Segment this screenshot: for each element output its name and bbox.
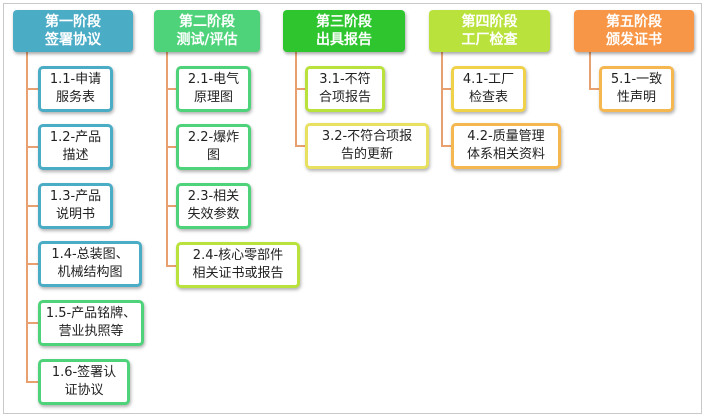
- connector-1-2: [26, 146, 38, 148]
- stage-4-line1: 第四阶段: [461, 14, 518, 30]
- connector-1-3: [26, 205, 38, 207]
- connector-3-1: [295, 88, 305, 90]
- stage-1-header: 第一阶段 签署协议: [13, 10, 133, 52]
- connector-stage4: [441, 52, 443, 146]
- item-1-6: 1.6-签署认证协议: [38, 359, 130, 405]
- item-4-1: 4.1-工厂检查表: [451, 66, 526, 112]
- item-3-1: 3.1-不符合项报告: [305, 66, 385, 112]
- connector-1-1: [26, 88, 38, 90]
- item-2-2: 2.2-爆炸图: [176, 124, 251, 170]
- item-2-4: 2.4-核心零部件相关证书或报告: [176, 242, 300, 288]
- connector-1-4: [26, 263, 38, 265]
- item-3-2: 3.2-不符合项报告的更新: [305, 123, 429, 169]
- connector-stage5: [589, 52, 591, 89]
- connector-stage3: [295, 52, 297, 146]
- stage-3-header: 第三阶段 出具报告: [283, 10, 405, 52]
- item-1-2: 1.2-产品描述: [38, 124, 113, 170]
- item-1-3: 1.3-产品说明书: [38, 183, 113, 229]
- stage-5-line1: 第五阶段: [606, 14, 662, 30]
- item-5-1: 5.1-一致性声明: [599, 66, 674, 112]
- stage-5-line2: 颁发证书: [606, 32, 662, 48]
- connector-2-3: [166, 205, 176, 207]
- connector-2-4: [166, 265, 176, 267]
- stage-3-line1: 第三阶段: [316, 14, 372, 30]
- connector-stage2: [166, 52, 168, 267]
- item-1-1: 1.1-申请服务表: [38, 66, 113, 112]
- stage-4-header: 第四阶段 工厂检查: [429, 10, 550, 52]
- diagram-frame: [3, 3, 702, 414]
- connector-2-2: [166, 146, 176, 148]
- connector-3-2: [295, 145, 305, 147]
- stage-3-line2: 出具报告: [316, 32, 372, 48]
- item-1-4: 1.4-总装图、机械结构图: [38, 241, 142, 287]
- stage-4-line2: 工厂检查: [461, 32, 518, 48]
- connector-1-6: [26, 381, 38, 383]
- stage-2-header: 第二阶段 测试/评估: [154, 10, 260, 52]
- stage-1-line1: 第一阶段: [45, 14, 101, 30]
- connector-1-5: [26, 322, 38, 324]
- stage-5-header: 第五阶段 颁发证书: [574, 10, 694, 52]
- connector-4-1: [441, 88, 451, 90]
- item-2-3: 2.3-相关失效参数: [176, 183, 251, 229]
- stage-2-line1: 第二阶段: [179, 14, 235, 30]
- item-4-2: 4.2-质量管理体系相关资料: [451, 123, 561, 169]
- item-1-5: 1.5-产品铭牌、营业执照等: [38, 300, 144, 346]
- connector-4-2: [441, 145, 451, 147]
- item-2-1: 2.1-电气原理图: [176, 66, 251, 112]
- stage-2-line2: 测试/评估: [176, 32, 238, 48]
- stage-1-line2: 签署协议: [45, 32, 101, 48]
- connector-5-1: [589, 88, 599, 90]
- connector-stage1: [26, 52, 28, 382]
- connector-2-1: [166, 88, 176, 90]
